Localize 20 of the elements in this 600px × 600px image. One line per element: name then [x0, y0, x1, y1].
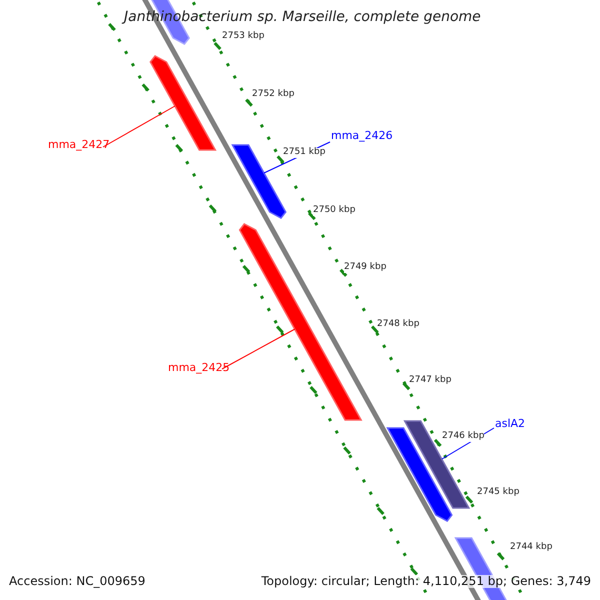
leader-line [102, 106, 176, 148]
gene-block [403, 420, 470, 509]
footer-text: Topology: circular; Length: 4,110,251 bp; Genes: 3,749 [261, 575, 591, 588]
tick-label: 2752 kbp [252, 90, 294, 100]
tick-label: 2750 kbp [313, 206, 356, 216]
tick-label: 2747 kbp [409, 376, 452, 386]
tick-label: 2749 kbp [344, 263, 386, 273]
gene-label: mma_2426 [331, 130, 393, 142]
gene-label: aslA2 [495, 418, 526, 430]
gene-label: mma_2427 [48, 139, 110, 152]
tick-label: 2744 kbp [510, 543, 552, 553]
footer-text: Accession: NC_009659 [9, 575, 146, 588]
gene-label: mma_2425 [168, 362, 230, 374]
tick-label: 2746 kbp [442, 432, 484, 442]
tick-label: 2751 kbp [283, 148, 326, 158]
leader-line [222, 328, 296, 370]
tick-label: 2748 kbp [377, 320, 420, 330]
gene-block [150, 55, 217, 151]
tick-label: 2745 kbp [477, 488, 520, 498]
tick-label: 2753 kbp [222, 32, 264, 42]
